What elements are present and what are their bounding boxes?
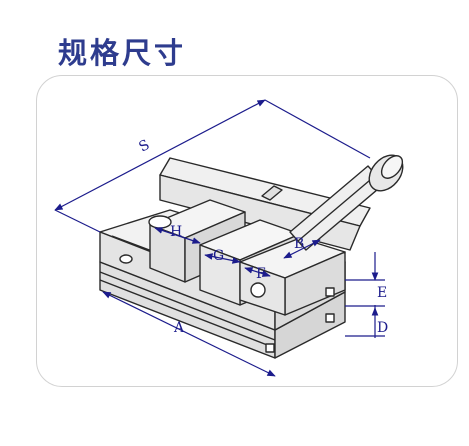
dimension-label-g: G: [213, 248, 224, 264]
dimension-label-e: E: [377, 285, 387, 301]
dimension-label-a: A: [173, 320, 185, 336]
dimension-label-f: F: [256, 266, 266, 282]
dimension-label-h: H: [170, 224, 182, 240]
dimension-label-d: D: [377, 320, 388, 336]
dimension-label-b: B: [294, 236, 304, 252]
dimension-lines: [54, 99, 385, 377]
page-title: 规格尺寸: [58, 36, 187, 70]
vise-body: [99, 154, 404, 359]
dimension-label-s: S: [136, 137, 152, 156]
